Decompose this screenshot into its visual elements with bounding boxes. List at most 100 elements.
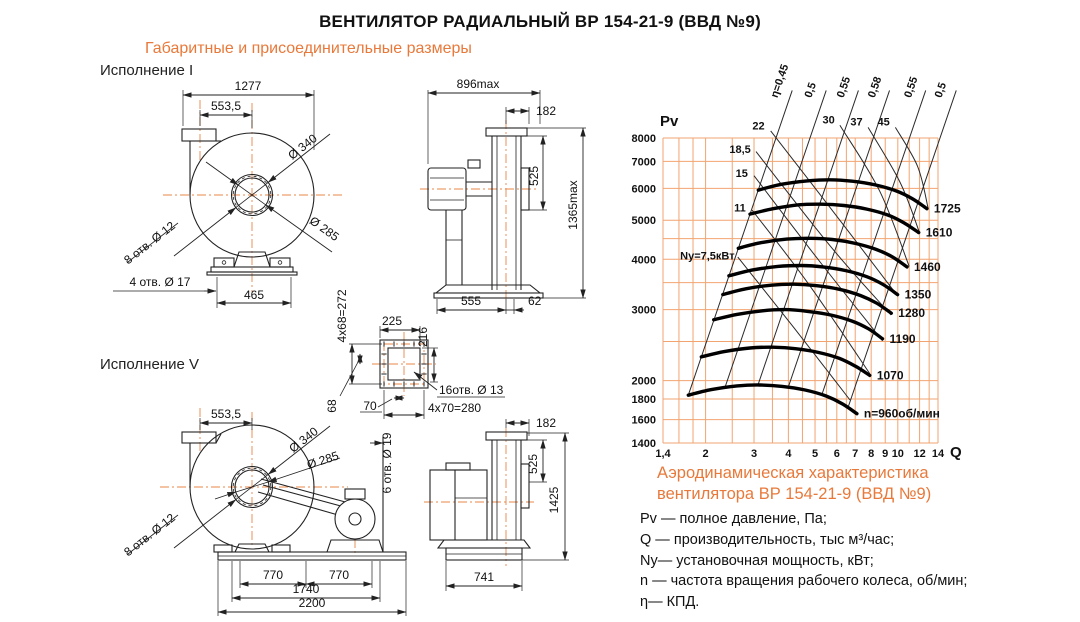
dim-label-8-holes: 8 отв. Ø 12	[121, 510, 178, 559]
legend-item-n: n — частота вращения рабочего колеса, об…	[640, 573, 968, 590]
svg-text:37: 37	[850, 116, 862, 128]
drawing-exec1-front: 1277 553,5 Ø 340 Ø 285 8 отв. Ø 12 4 отв…	[113, 79, 342, 308]
dim-label-6-holes: 6 отв. Ø 19	[380, 432, 394, 493]
dim-label-896max: 896max	[457, 77, 500, 91]
legend-item-q: Q — производительность, тыс м³/час;	[640, 531, 895, 548]
svg-text:3000: 3000	[632, 305, 656, 317]
rpm-curve-1610	[748, 202, 921, 235]
svg-text:1800: 1800	[632, 394, 656, 406]
svg-text:Ny=7,5кВт: Ny=7,5кВт	[680, 250, 735, 262]
dim-label-68: 68	[325, 399, 339, 413]
dim-label-555: 555	[461, 294, 481, 308]
section-label-execution-5: Исполнение V	[100, 356, 199, 373]
svg-text:5000: 5000	[632, 215, 656, 227]
section-label-execution-1: Исполнение I	[100, 62, 194, 79]
dim-label-8-holes: 8 отв. Ø 12	[121, 218, 178, 267]
dim-label-741: 741	[474, 570, 494, 584]
dim-label-1365max: 1365max	[566, 180, 580, 229]
dim-label-770-left: 770	[263, 568, 283, 582]
svg-text:Q: Q	[950, 444, 962, 461]
bolt-circle	[232, 175, 272, 215]
drawing-flange-detail: 225 216 4x68=272 68 70 16отв. Ø 13	[325, 289, 505, 419]
svg-text:14: 14	[932, 448, 945, 460]
svg-text:1400: 1400	[632, 438, 656, 450]
chart-legend-block: Аэродинамическая характеристика вентилят…	[640, 463, 1076, 613]
dim-label-280: 4x70=280	[428, 401, 481, 415]
dim-label-225: 225	[382, 314, 402, 328]
svg-text:0,5: 0,5	[933, 81, 949, 99]
dim-label-d340: Ø 340	[286, 424, 321, 455]
svg-text:0,55: 0,55	[902, 75, 920, 99]
svg-text:1460: 1460	[914, 260, 941, 274]
dimensions-heading: Габаритные и присоединительные размеры	[145, 40, 472, 57]
dim-label-2200: 2200	[299, 596, 326, 610]
dim-label-272: 4x68=272	[335, 289, 349, 342]
svg-text:11: 11	[734, 203, 746, 215]
page-title: ВЕНТИЛЯТОР РАДИАЛЬНЫЙ ВР 154-21-9 (ВВД №…	[319, 12, 761, 31]
dim-label-d285: Ø 285	[307, 214, 342, 245]
svg-text:45: 45	[878, 116, 890, 128]
dim-label-465: 465	[244, 288, 264, 302]
dim-label-216: 216	[416, 327, 430, 347]
svg-text:15: 15	[736, 168, 748, 180]
svg-text:1725: 1725	[934, 202, 961, 216]
svg-text:5: 5	[812, 448, 818, 460]
rpm-curve-1725	[756, 178, 929, 211]
svg-text:8000: 8000	[632, 133, 656, 145]
svg-text:n=960об/мин: n=960об/мин	[864, 407, 940, 421]
dim-label-d340: Ø 340	[285, 131, 320, 162]
dim-label-553-5: 553,5	[211, 99, 241, 113]
technical-drawings: 1277 553,5 Ø 340 Ø 285 8 отв. Ø 12 4 отв…	[113, 77, 586, 616]
legend-item-ny: Ny— установочная мощность, кВт;	[640, 552, 874, 569]
dim-label-70: 70	[363, 399, 377, 413]
svg-text:30: 30	[823, 114, 835, 126]
dim-label-4-holes: 4 отв. Ø 17	[130, 275, 191, 289]
svg-text:7: 7	[852, 448, 858, 460]
svg-text:3: 3	[751, 448, 757, 460]
svg-text:12: 12	[913, 448, 925, 460]
dim-label-1425: 1425	[547, 486, 561, 513]
rpm-curve-960	[686, 383, 859, 416]
svg-text:0,5: 0,5	[803, 81, 819, 99]
dim-label-d285: Ø 285	[305, 448, 341, 472]
rpm-curve-1350	[727, 263, 900, 297]
svg-text:1190: 1190	[890, 332, 916, 346]
svg-text:4: 4	[785, 448, 792, 460]
drawing-exec5-front: 553,5 Ø 340 Ø 285 8 отв. Ø 12 6 отв. Ø 1…	[121, 407, 407, 616]
svg-text:1070: 1070	[877, 368, 904, 382]
dim-label-182: 182	[536, 416, 556, 430]
svg-text:1280: 1280	[898, 306, 925, 320]
svg-text:Pv: Pv	[660, 113, 679, 130]
chart-heading-line2: вентилятора ВР 154-21-9 (ВВД №9)	[657, 485, 932, 503]
dim-label-770-right: 770	[329, 568, 349, 582]
legend-item-eta: η— КПД.	[640, 594, 700, 611]
chart-heading-line1: Аэродинамическая характеристика	[657, 464, 929, 482]
svg-text:1350: 1350	[905, 288, 932, 302]
rpm-curve-1460	[736, 236, 909, 269]
drawing-exec5-side: 182 525 1425 741	[424, 416, 569, 591]
legend-item-pv: Pv — полное давление, Па;	[640, 511, 827, 527]
svg-text:6000: 6000	[632, 183, 656, 195]
svg-text:2: 2	[703, 448, 709, 460]
drawing-exec1-side: 896max 182 525 1365max 555 62	[420, 77, 586, 314]
svg-text:η=0,45: η=0,45	[769, 63, 792, 100]
svg-text:6: 6	[834, 448, 840, 460]
svg-text:2000: 2000	[632, 376, 656, 388]
dim-label-553-5: 553,5	[211, 407, 241, 421]
chart-tick-labels: 1400160018002000300040005000600070008000…	[632, 113, 962, 461]
rpm-curve-1190	[712, 307, 885, 341]
aerodynamic-chart: 1400160018002000300040005000600070008000…	[632, 63, 962, 461]
chart-rpm-curves: n=960об/мин 1070 1190 1280 1350 1460 1610 1725	[686, 178, 961, 421]
dim-label-1277: 1277	[235, 79, 262, 93]
svg-text:8: 8	[868, 448, 874, 460]
dim-label-182: 182	[536, 104, 556, 118]
dim-label-525: 525	[527, 166, 541, 186]
chart-grid	[662, 137, 939, 444]
svg-text:1610: 1610	[926, 226, 953, 240]
svg-text:0,58: 0,58	[866, 75, 884, 99]
svg-text:22: 22	[752, 120, 764, 132]
svg-text:4000: 4000	[632, 254, 656, 266]
svg-text:0,55: 0,55	[835, 75, 853, 99]
